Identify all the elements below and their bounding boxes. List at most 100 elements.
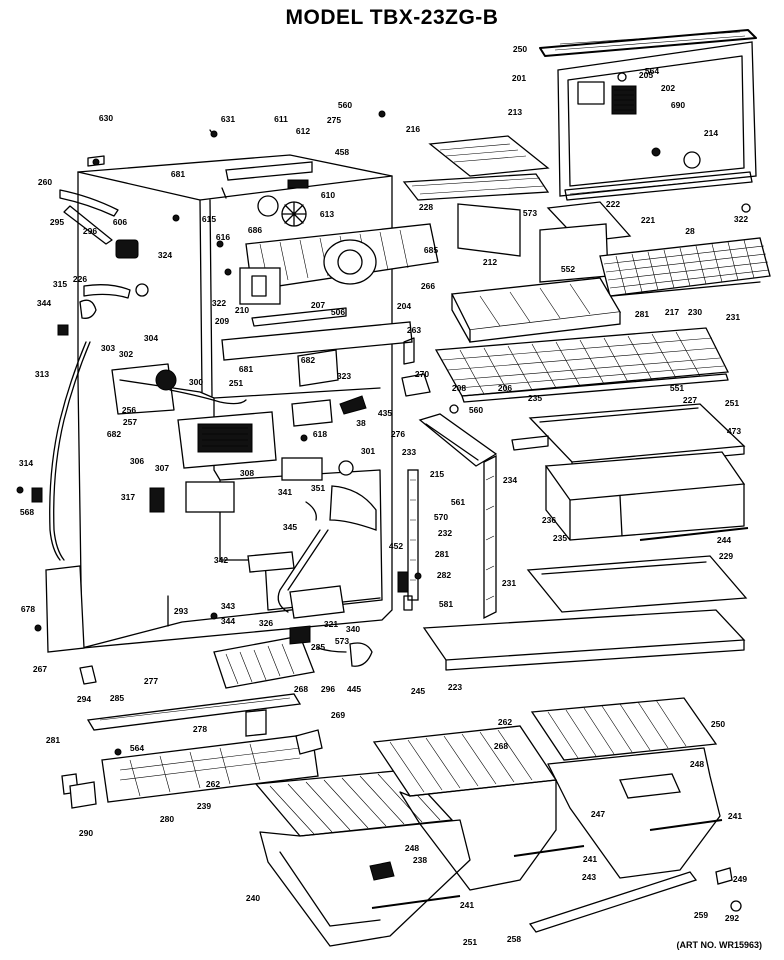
- part-label: 342: [214, 555, 228, 565]
- part-label: 560: [338, 100, 352, 110]
- part-label: 277: [144, 676, 158, 686]
- part-label: 573: [335, 636, 349, 646]
- part-label: 552: [561, 264, 575, 274]
- part-label: 304: [144, 333, 158, 343]
- part-label: 248: [690, 759, 704, 769]
- part-label: 238: [413, 855, 427, 865]
- part-label: 321: [324, 619, 338, 629]
- part-label: 682: [107, 429, 121, 439]
- glass-shelf-lower: [526, 555, 748, 613]
- part-label: 227: [683, 395, 697, 405]
- part-label: 308: [240, 468, 254, 478]
- part-label: 285: [110, 693, 124, 703]
- part-label: 228: [419, 202, 433, 212]
- lower-mechanism: [213, 485, 377, 689]
- part-label: 206: [498, 383, 512, 393]
- part-label: 322: [734, 214, 748, 224]
- part-label: 313: [35, 369, 49, 379]
- part-label: 307: [155, 463, 169, 473]
- part-label: 269: [331, 710, 345, 720]
- part-label: 506: [331, 307, 345, 317]
- part-label: 344: [37, 298, 51, 308]
- art-number: (ART NO. WR15963): [676, 940, 762, 950]
- part-label: 209: [215, 316, 229, 326]
- part-label: 435: [378, 408, 392, 418]
- part-label: 570: [434, 512, 448, 522]
- part-label: 213: [508, 107, 522, 117]
- part-label: 245: [411, 686, 425, 696]
- part-label: 606: [113, 217, 127, 227]
- part-label: 210: [235, 305, 249, 315]
- diagram-title: MODEL TBX-23ZG-B: [285, 6, 499, 29]
- part-label: 244: [717, 535, 731, 545]
- part-label: 300: [189, 377, 203, 387]
- part-label: 223: [448, 682, 462, 692]
- part-label: 268: [494, 741, 508, 751]
- crisper-drawer-right: [530, 697, 723, 879]
- cabinet: [77, 154, 393, 649]
- part-label: 678: [21, 604, 35, 614]
- part-label: 630: [99, 113, 113, 123]
- control-cluster: [111, 349, 367, 521]
- part-label: 458: [335, 147, 349, 157]
- part-label: 573: [523, 208, 537, 218]
- part-label: 241: [460, 900, 474, 910]
- part-label: 611: [274, 114, 288, 124]
- part-label: 564: [130, 743, 144, 753]
- part-label: 222: [606, 199, 620, 209]
- part-label: 296: [83, 226, 97, 236]
- part-label: 681: [239, 364, 253, 374]
- part-label: 28: [685, 226, 695, 236]
- part-label: 682: [301, 355, 315, 365]
- part-label: 686: [248, 225, 262, 235]
- part-label: 568: [20, 507, 34, 517]
- part-label: 248: [405, 843, 419, 853]
- part-label: 241: [583, 854, 597, 864]
- part-label: 239: [197, 801, 211, 811]
- part-label: 322: [212, 298, 226, 308]
- fresh-food-wire-shelf: [434, 327, 730, 403]
- part-label: 452: [389, 541, 403, 551]
- part-label: 250: [513, 44, 527, 54]
- part-label: 343: [221, 601, 235, 611]
- part-label: 285: [311, 642, 325, 652]
- part-label: 323: [337, 371, 351, 381]
- part-label: 301: [361, 446, 375, 456]
- part-label: 205: [639, 70, 653, 80]
- part-label: 229: [719, 551, 733, 561]
- part-label: 231: [726, 312, 740, 322]
- part-label: 212: [483, 257, 497, 267]
- part-label: 260: [38, 177, 52, 187]
- part-label: 216: [406, 124, 420, 134]
- part-label: 201: [512, 73, 526, 83]
- part-label: 256: [122, 405, 136, 415]
- part-label: 251: [463, 937, 477, 947]
- part-label: 473: [727, 426, 741, 436]
- part-label: 234: [503, 475, 517, 485]
- part-label: 315: [53, 279, 67, 289]
- part-label: 280: [160, 814, 174, 824]
- part-label: 616: [216, 232, 230, 242]
- part-label: 610: [321, 190, 335, 200]
- part-label: 294: [77, 694, 91, 704]
- part-label: 685: [424, 245, 438, 255]
- part-label: 233: [402, 447, 416, 457]
- part-label: 317: [121, 492, 135, 502]
- part-label: 263: [407, 325, 421, 335]
- part-label: 232: [438, 528, 452, 538]
- glass-shelf-upper: [511, 403, 746, 471]
- part-label: 681: [171, 169, 185, 179]
- crisper-drawer-left: [254, 769, 471, 947]
- part-label: 268: [294, 684, 308, 694]
- part-label: 292: [725, 913, 739, 923]
- part-label: 221: [641, 215, 655, 225]
- part-label: 270: [415, 369, 429, 379]
- part-label: 262: [498, 717, 512, 727]
- part-label: 303: [101, 343, 115, 353]
- part-label: 240: [246, 893, 260, 903]
- part-label: 290: [79, 828, 93, 838]
- part-label: 612: [296, 126, 310, 136]
- part-label: 560: [469, 405, 483, 415]
